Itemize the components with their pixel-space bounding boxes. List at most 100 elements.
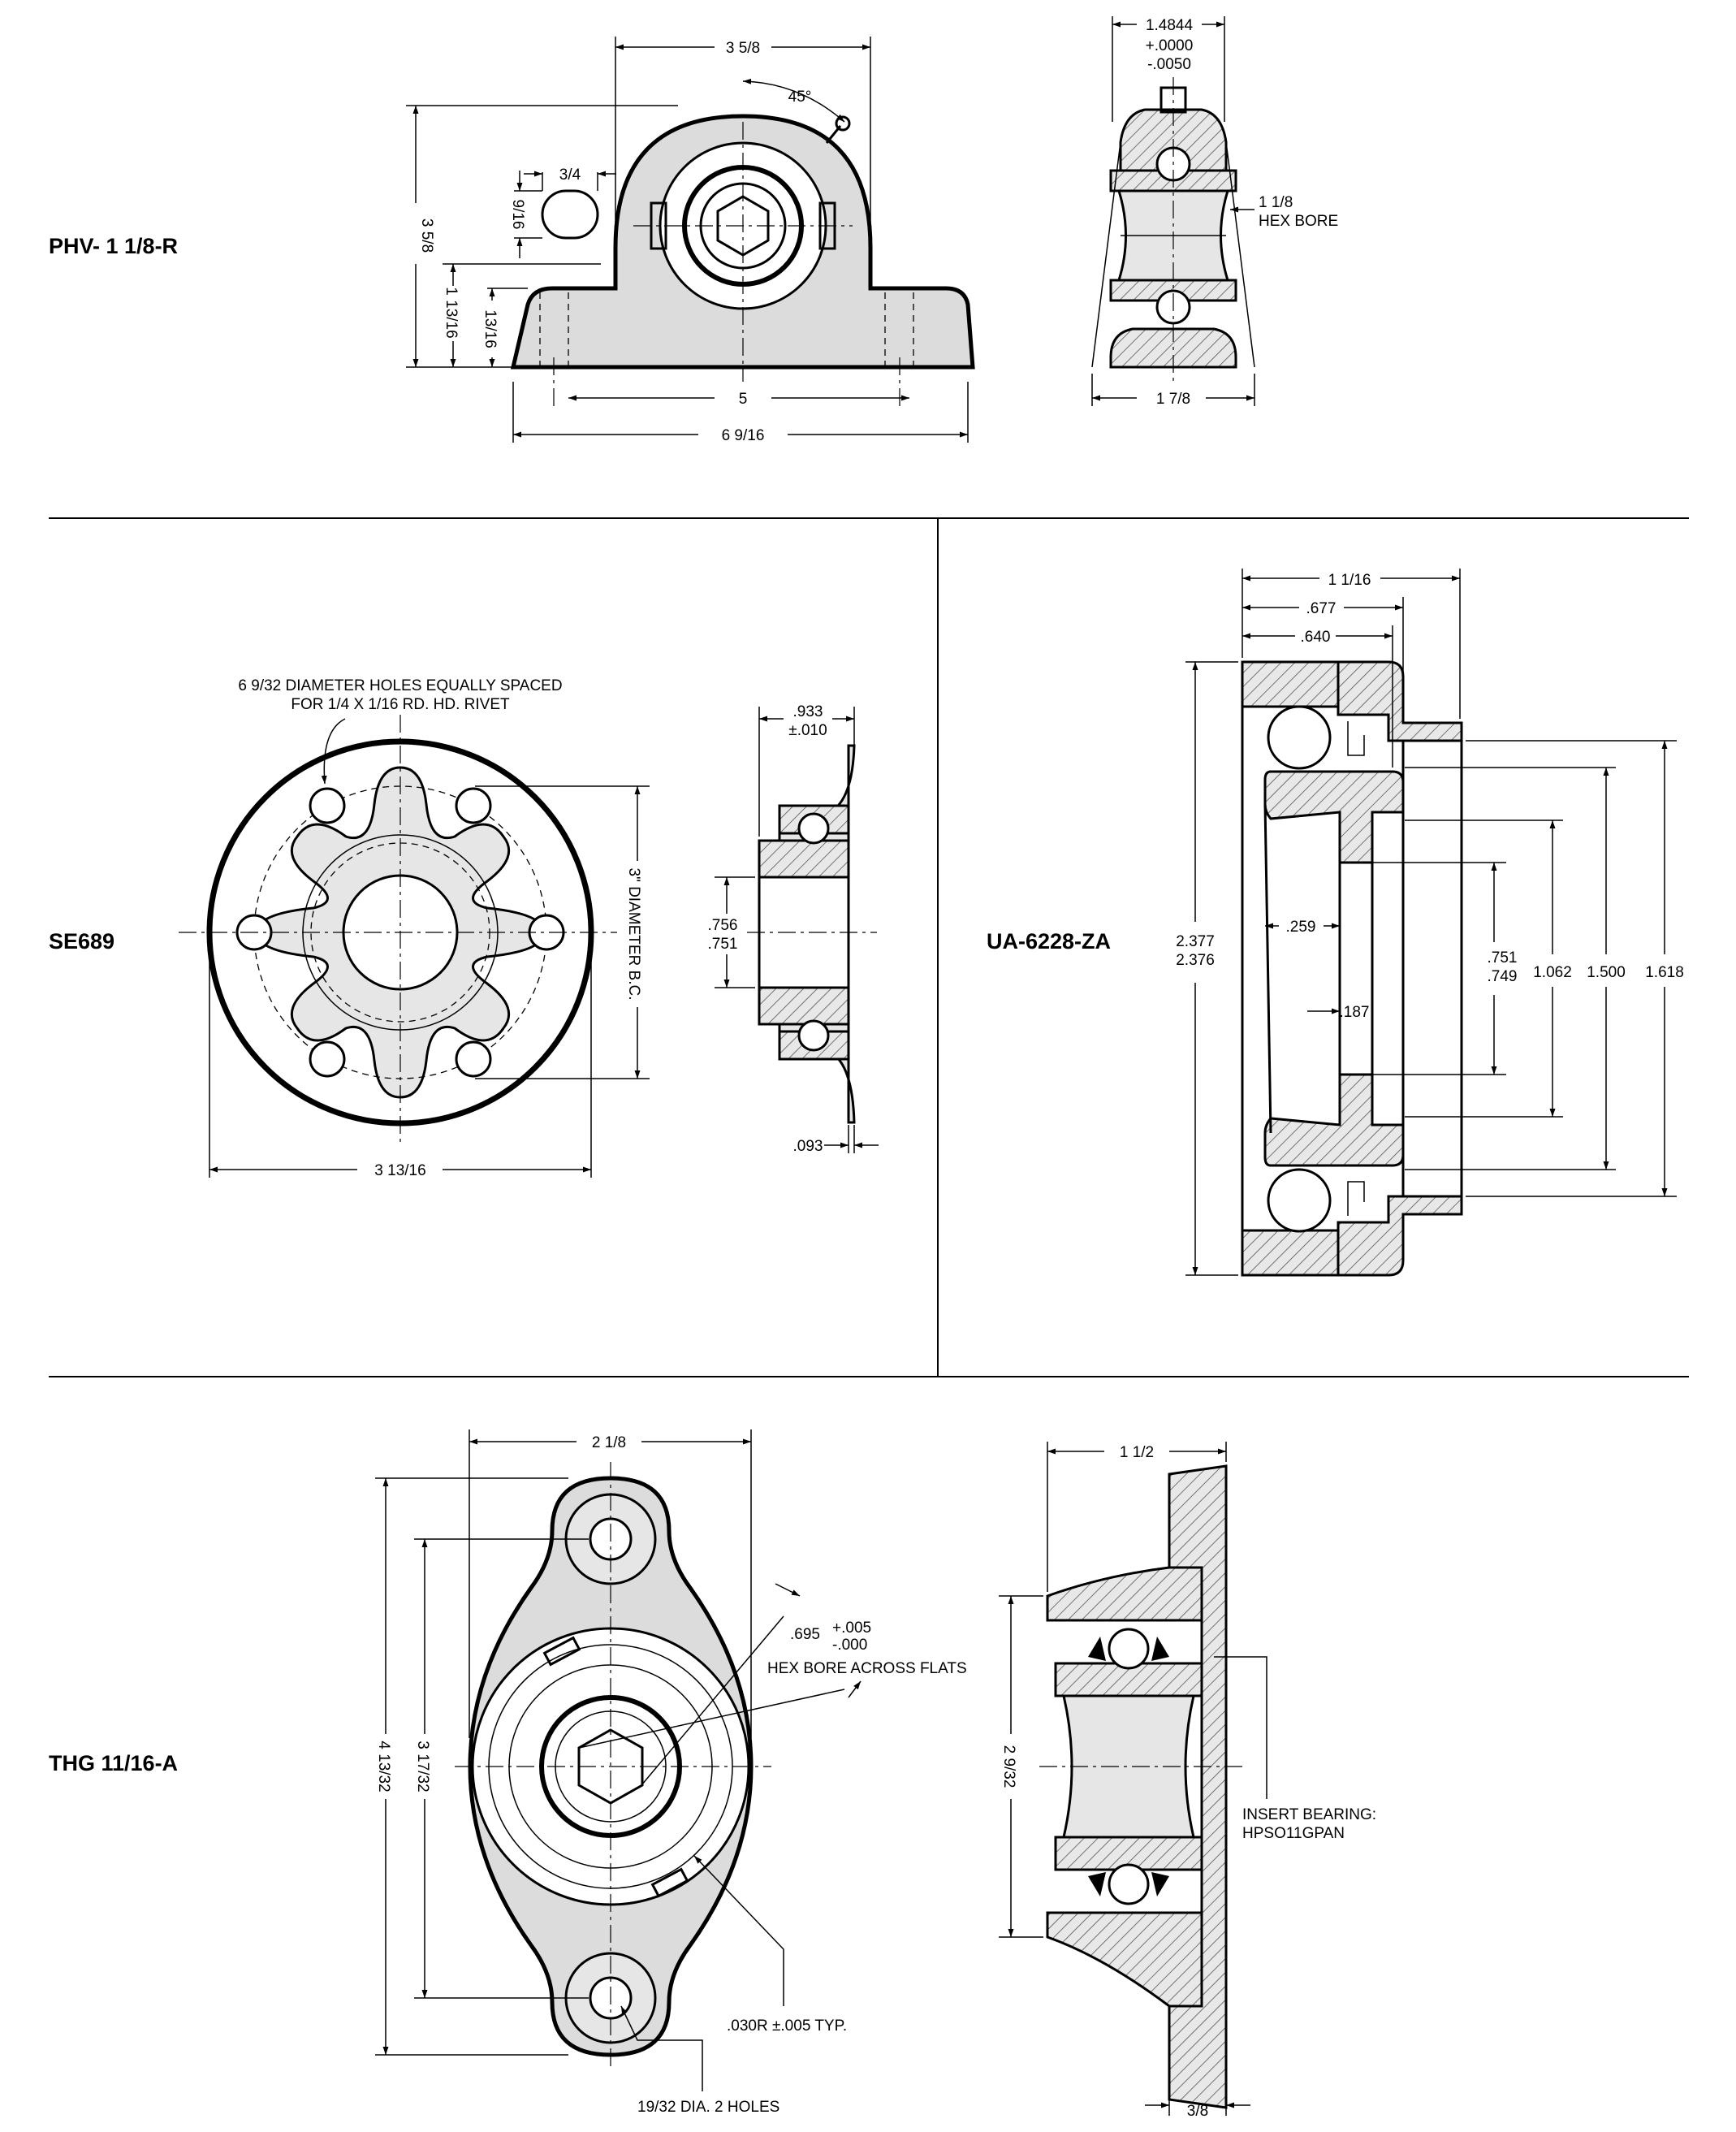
- phv-side-dim-w3: -.0050: [1147, 56, 1191, 73]
- phv-dim-top-width: 3 5/8: [726, 40, 760, 57]
- thg-side-seal-1: [1088, 1637, 1106, 1661]
- phv-section: PHV- 1 1/8-R: [49, 16, 1338, 444]
- thg-part-label: THG 11/16-A: [49, 1751, 178, 1775]
- se689-side-width2: ±.010: [788, 722, 827, 739]
- phv-front-view: [510, 114, 975, 406]
- thg-setscrew-1: [542, 1636, 581, 1667]
- ua-outer-ring-top: [1241, 660, 1340, 708]
- ua-section: UA-6228-ZA 1 1/16: [987, 569, 1684, 1277]
- ua-part-label: UA-6228-ZA: [987, 929, 1111, 954]
- thg-section: THG 11/16-A 2 1/8: [49, 1429, 1376, 2120]
- holes-leader: [620, 2005, 703, 2091]
- ua-dim-bore2: .749: [1488, 968, 1518, 985]
- ua-dim-1500: 1.500: [1587, 964, 1626, 981]
- ua-ball-top: [1267, 705, 1332, 770]
- ua-ball-bot: [1267, 1168, 1332, 1233]
- phv-slot: [541, 189, 599, 240]
- phv-side-dim-base: 1 7/8: [1156, 391, 1190, 408]
- ua-seal-top: [1347, 721, 1365, 756]
- se689-rivet-hole-5: [309, 1040, 346, 1078]
- phv-dim-base-h1: 1 13/16: [443, 287, 460, 338]
- ua-dim-w3: .640: [1301, 629, 1331, 646]
- ua-inner-bot: [1263, 1073, 1405, 1167]
- se689-side-bore1: .756: [708, 917, 738, 934]
- se689-side-inner-top: [758, 839, 850, 879]
- thg-side-dim-h: 2 9/32: [1000, 1745, 1017, 1788]
- ua-dim-bore1: .751: [1488, 949, 1518, 967]
- phv-side-dim-w1: 1.4844: [1146, 17, 1194, 34]
- thg-side-insert2: HPSO11GPAN: [1242, 1825, 1345, 1842]
- ua-seal-bot: [1347, 1181, 1365, 1216]
- phv-dim-slot-w: 3/4: [559, 166, 581, 184]
- ua-dim-od1: 2.377: [1176, 933, 1215, 950]
- phv-dim-slot-h: 9/16: [509, 200, 526, 230]
- thg-dim-holes: 19/32 DIA. 2 HOLES: [637, 2099, 779, 2116]
- grid-separators: [49, 517, 1689, 1377]
- thg-dim-hex-note: HEX BORE ACROSS FLATS: [767, 1660, 967, 1677]
- phv-dim-base-h2: 13/16: [482, 309, 499, 348]
- thg-dim-bolt-c: 3 17/32: [414, 1741, 431, 1792]
- se689-side-ball-bot: [797, 1019, 830, 1052]
- ua-dim-1618: 1.618: [1645, 964, 1684, 981]
- thg-side-ball-top: [1108, 1628, 1150, 1670]
- thg-dim-hex1: .695: [790, 1626, 820, 1643]
- se689-section: SE689 6 9/32 DIAMETER HOLES EQUALLY SPAC…: [49, 677, 879, 1179]
- se689-holes-note2: FOR 1/4 X 1/16 RD. HD. RIVET: [291, 696, 510, 713]
- thg-side-seal-2: [1151, 1637, 1169, 1661]
- se689-dim-od: 3 13/16: [374, 1162, 425, 1179]
- thg-front-dims: 2 1/8 4 13/32 3 17/32 .695 +.005 -.000 H…: [375, 1429, 967, 2116]
- thg-dim-radius: .030R ±.005 TYP.: [727, 2017, 847, 2035]
- se689-front-dims: 6 9/32 DIAMETER HOLES EQUALLY SPACED FOR…: [209, 677, 650, 1179]
- phv-side-bore2: HEX BORE: [1259, 213, 1338, 230]
- se689-dim-bc: 3" DIAMETER B.C.: [625, 868, 642, 1001]
- se689-side-bore2: .751: [708, 936, 738, 953]
- ua-dims: 1 1/16 .677 .640 2.377 2.376 .259 .187 .…: [1176, 569, 1684, 1276]
- phv-dim-bolt-spacing: 5: [739, 391, 748, 408]
- angle-arc: [742, 78, 845, 123]
- phv-dim-angle: 45°: [788, 89, 812, 106]
- phv-dim-overall-len: 6 9/16: [722, 427, 765, 444]
- thg-dim-hex-tol2: -.000: [832, 1637, 867, 1654]
- ua-dim-1062: 1.062: [1533, 964, 1572, 981]
- thg-side-housing-top: [1046, 1566, 1203, 1622]
- ua-section-view: [1241, 660, 1463, 1277]
- radius-leader: [693, 1855, 784, 2006]
- phv-side-view: [1091, 77, 1255, 382]
- thg-side-dims: 1 1/2 2 9/32 INSERT BEARING: HPSO11GPAN …: [999, 1442, 1376, 2120]
- thg-dim-width: 2 1/8: [592, 1434, 626, 1451]
- se689-part-label: SE689: [49, 929, 114, 954]
- thg-side-dim-flange: 3/8: [1187, 2103, 1208, 2120]
- thg-side-insert1: INSERT BEARING:: [1242, 1806, 1376, 1823]
- hex-leader: [641, 1615, 784, 1786]
- ua-outer-ring-bot: [1241, 1229, 1340, 1277]
- phv-front-dims: 3 5/8 45° 3 5/8 3/4 9/16 1 13/16: [406, 37, 969, 444]
- se689-side-thk: .093: [793, 1138, 823, 1155]
- se689-holes-note1: 6 9/32 DIAMETER HOLES EQUALLY SPACED: [238, 677, 562, 694]
- ua-dim-259: .259: [1286, 919, 1316, 936]
- phv-part-label: PHV- 1 1/8-R: [49, 234, 178, 258]
- se689-rivet-hole-1: [309, 787, 346, 824]
- phv-side-dims: 1.4844 +.0000 -.0050 1 1/8 HEX BORE 1 7/…: [1091, 16, 1338, 408]
- thg-side-dim-w: 1 1/2: [1120, 1444, 1154, 1461]
- phv-side-taper-r: [1225, 141, 1255, 368]
- hex-ext: [578, 1689, 845, 1749]
- ua-dim-187: .187: [1340, 1004, 1370, 1021]
- thg-setscrew-2: [650, 1867, 689, 1898]
- thg-side-ball-bot: [1108, 1863, 1150, 1905]
- se689-rivet-hole-2: [455, 787, 492, 824]
- se689-side-width1: .933: [793, 703, 823, 720]
- se689-side-inner-bot: [758, 986, 850, 1026]
- se689-side-dims: .933 ±.010 .756 .751 .093: [708, 703, 879, 1155]
- hex-arrow-2: [848, 1680, 862, 1698]
- se689-rivet-hole-6: [455, 1040, 492, 1078]
- ua-inner-top: [1263, 770, 1405, 864]
- thg-side-seal-4: [1151, 1872, 1169, 1896]
- thg-dim-hex-tol1: +.005: [832, 1620, 871, 1637]
- se689-side-view: [747, 744, 877, 1124]
- thg-dim-overall-h: 4 13/32: [375, 1741, 392, 1792]
- ua-dim-w1: 1 1/16: [1328, 572, 1371, 589]
- phv-grease-cap: [835, 115, 851, 132]
- thg-side-bore: [1062, 1694, 1195, 1839]
- insert-leader: [1214, 1656, 1267, 1799]
